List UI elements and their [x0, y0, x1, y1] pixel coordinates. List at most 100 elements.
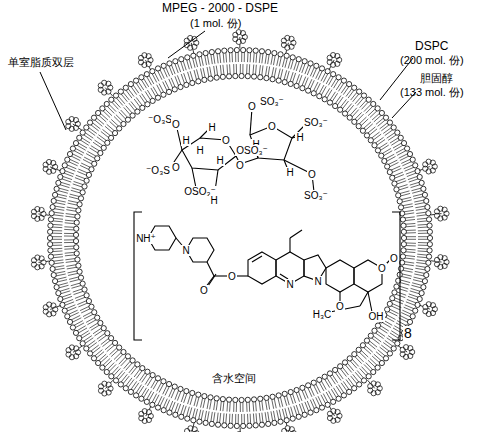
lipid-head: [394, 187, 399, 192]
lipid-head: [74, 220, 79, 225]
lipid-head: [100, 365, 105, 370]
lipid-head: [410, 314, 415, 319]
peg-coil: [66, 116, 81, 131]
lipid-head: [228, 48, 233, 53]
lipid-head: [413, 163, 418, 168]
peg-coil: [184, 426, 199, 432]
atom-label: O: [171, 119, 181, 130]
lipid-head: [372, 328, 377, 333]
lipid-head: [264, 76, 269, 81]
lipid-head: [117, 345, 122, 350]
lipid-head: [118, 89, 123, 94]
lipid-head: [258, 396, 263, 401]
lipid-head: [300, 385, 305, 390]
lipid-head: [341, 78, 346, 83]
lipid-head: [426, 211, 431, 216]
lipid-head: [78, 275, 83, 280]
lipid-head: [284, 418, 289, 423]
lipid-head: [368, 138, 373, 143]
lipid-head: [278, 419, 283, 424]
lipid-head: [290, 55, 295, 60]
lipid-head: [226, 74, 231, 79]
lipid-head: [342, 111, 347, 116]
atom-label: N: [181, 245, 190, 256]
atom-label: SO₃⁻: [259, 96, 285, 107]
lipid-head: [54, 285, 59, 290]
lipid-head: [100, 106, 105, 111]
lipid-head: [270, 77, 275, 82]
lipid-head: [371, 101, 376, 106]
lipid-head: [52, 279, 57, 284]
lipid-head: [398, 266, 403, 271]
lipid-head: [51, 272, 56, 277]
lipid-head: [352, 386, 357, 391]
lipid-head: [391, 125, 396, 130]
lipid-head: [400, 217, 405, 222]
lipid-head: [398, 135, 403, 140]
lipid-head: [47, 235, 52, 240]
lipid-head: [401, 223, 406, 228]
lipid-head: [92, 161, 97, 166]
lipid-head: [184, 388, 189, 393]
lipid-head: [202, 394, 207, 399]
lipid-head: [150, 373, 155, 378]
atom-label: O: [247, 101, 257, 112]
lipid-head: [104, 369, 109, 374]
part-label: (133 mol. 份): [400, 86, 464, 98]
lipid-head: [387, 301, 392, 306]
peg-coil: [233, 30, 248, 45]
lipid-head: [347, 115, 352, 120]
lipid-head: [67, 151, 72, 156]
lipid-head: [197, 52, 202, 57]
peg-coil: [31, 206, 46, 221]
lipid-head: [245, 74, 250, 79]
lipid-head: [319, 405, 324, 410]
lipid-head: [415, 169, 420, 174]
lipid-head: [226, 397, 231, 402]
lipid-head: [89, 304, 94, 309]
lipid-head: [98, 320, 103, 325]
lipid-head: [167, 410, 172, 415]
lipid-head: [288, 81, 293, 86]
lipid-head: [95, 315, 100, 320]
peg-coil: [282, 426, 297, 432]
lipid-head: [394, 284, 399, 289]
lipid-head: [372, 143, 377, 148]
lipid-head: [133, 393, 138, 398]
atom-label: O: [199, 285, 209, 296]
peg-coil: [368, 381, 383, 396]
lipid-head: [427, 235, 432, 240]
atom-label: H: [285, 167, 294, 178]
lipid-head: [401, 235, 406, 240]
lipid-head: [390, 296, 395, 301]
lipid-head: [308, 61, 313, 66]
lipid-head: [375, 106, 380, 111]
atom-label: H: [181, 135, 190, 146]
lipid-head: [73, 141, 78, 146]
lipid-head: [209, 421, 214, 426]
lipid-head: [191, 53, 196, 58]
lipid-head: [300, 86, 305, 91]
lipid-head: [375, 323, 380, 328]
lipid-head: [425, 204, 430, 209]
lipid-head: [282, 391, 287, 396]
lipid-head: [272, 420, 277, 425]
lipid-head: [251, 397, 256, 402]
lipid-head: [241, 423, 246, 428]
atom-label: H: [215, 155, 224, 166]
lipid-head: [215, 49, 220, 54]
lipid-head: [202, 77, 207, 82]
lipid-head: [58, 296, 63, 301]
lipid-head: [222, 423, 227, 428]
lipid-head: [276, 393, 281, 398]
lipid-head: [327, 100, 332, 105]
lipid-head: [371, 369, 376, 374]
lipid-head: [91, 115, 96, 120]
lipid-head: [75, 257, 80, 262]
lipid-head: [190, 80, 195, 85]
lipid-head: [392, 290, 397, 295]
lipid-head: [208, 76, 213, 81]
lipid-head: [220, 74, 225, 79]
atom-label: 8: [403, 326, 413, 341]
lipid-head: [327, 371, 332, 376]
